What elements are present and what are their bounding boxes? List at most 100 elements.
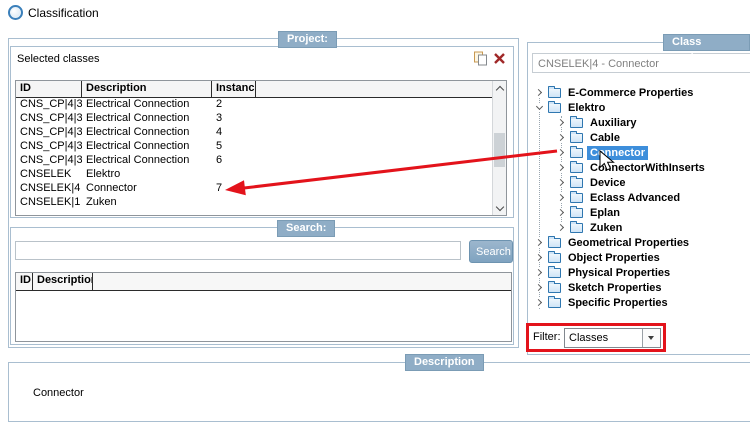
chevron-right-icon[interactable] [535, 238, 544, 247]
chevron-right-icon[interactable] [557, 223, 566, 232]
search-panel: Search ID Description [10, 227, 514, 345]
tree-guide-line [561, 116, 562, 230]
chevron-right-icon[interactable] [535, 268, 544, 277]
filter-value: Classes [569, 332, 609, 344]
chevron-down-icon[interactable] [535, 103, 544, 112]
cell-description: Electrical Connection [86, 112, 190, 124]
results-column-id[interactable]: ID [16, 273, 33, 290]
class-system-panel: CNSELEK|4 - Connector E-Commerce Propert… [526, 42, 750, 355]
chevron-right-icon[interactable] [535, 253, 544, 262]
tree-item-label: Zuken [590, 221, 623, 234]
selected-classes-title: Selected classes [17, 53, 100, 65]
folder-icon [570, 205, 583, 218]
tree-item-sketch-properties[interactable]: Sketch Properties [528, 280, 750, 295]
vertical-scrollbar[interactable] [492, 81, 506, 215]
scrollbar-thumb[interactable] [494, 133, 505, 167]
delete-icon[interactable] [492, 51, 508, 67]
description-badge: Description [405, 354, 484, 371]
chevron-right-icon[interactable] [557, 133, 566, 142]
chevron-right-icon[interactable] [535, 298, 544, 307]
cell-instance: 2 [216, 98, 223, 110]
cell-id: CNS_CP|4|3 [20, 98, 82, 110]
project-badge: Project: [278, 31, 337, 48]
cell-instance: 7 [216, 182, 223, 194]
column-header-instance[interactable]: Instance [212, 81, 256, 97]
cell-description: Zuken [86, 196, 117, 208]
search-button[interactable]: Search [469, 240, 513, 263]
classification-icon [8, 5, 23, 20]
cell-instance: 6 [216, 154, 223, 166]
folder-icon [570, 160, 583, 173]
results-header-row: ID Description [16, 273, 511, 291]
chevron-right-icon[interactable] [557, 193, 566, 202]
cell-id: CNS_CP|4|3 [20, 126, 82, 138]
tree-item-object-properties[interactable]: Object Properties [528, 250, 750, 265]
tree-item-label: Object Properties [568, 251, 660, 264]
results-column-description[interactable]: Description [33, 273, 93, 290]
folder-icon [548, 250, 561, 263]
tree-item-eclass-advanced[interactable]: Eclass Advanced [528, 190, 750, 205]
results-header-filler [93, 273, 511, 290]
tree-item-device[interactable]: Device [528, 175, 750, 190]
chevron-right-icon[interactable] [557, 208, 566, 217]
column-header-id[interactable]: ID [16, 81, 82, 97]
folder-icon [570, 145, 583, 158]
chevron-right-icon[interactable] [535, 88, 544, 97]
scroll-down-button[interactable] [493, 200, 506, 215]
cell-instance [212, 167, 256, 181]
tree-item-auxiliary[interactable]: Auxiliary [528, 115, 750, 130]
tree-item-zuken[interactable]: Zuken [528, 220, 750, 235]
filter-dropdown[interactable]: Classes [564, 328, 661, 348]
scroll-up-button[interactable] [493, 81, 506, 96]
chevron-right-icon[interactable] [557, 118, 566, 127]
tree-item-cable[interactable]: Cable [528, 130, 750, 145]
chevron-right-icon[interactable] [535, 283, 544, 292]
chevron-down-icon[interactable] [642, 329, 660, 347]
tree-item-connector[interactable]: Connector [528, 145, 750, 160]
tree-item-e-commerce-properties[interactable]: E-Commerce Properties [528, 85, 750, 100]
description-panel: Connector [8, 362, 750, 422]
paste-icon[interactable] [473, 51, 489, 67]
tree-item-label: Specific Properties [568, 296, 668, 309]
folder-icon [548, 85, 561, 98]
tree-item-label: Auxiliary [590, 116, 637, 129]
column-header-description[interactable]: Description [82, 81, 212, 97]
folder-icon [548, 265, 561, 278]
cell-description: Electrical Connection [86, 140, 190, 152]
class-system-badge: Class system: [663, 34, 750, 63]
search-badge: Search: [277, 220, 336, 237]
tree-item-physical-properties[interactable]: Physical Properties [528, 265, 750, 280]
folder-icon [548, 100, 561, 113]
tree-item-elektro[interactable]: Elektro [528, 100, 750, 115]
tree-item-label: Cable [590, 131, 620, 144]
class-path-field[interactable]: CNSELEK|4 - Connector [532, 53, 750, 73]
folder-icon [548, 295, 561, 308]
tree-item-connectorwithinserts[interactable]: ConnectorWithInserts [528, 160, 750, 175]
tree-item-eplan[interactable]: Eplan [528, 205, 750, 220]
table-header-row: ID Description Instance [16, 81, 493, 98]
folder-icon [570, 190, 583, 203]
chevron-right-icon[interactable] [557, 178, 566, 187]
tree-item-specific-properties[interactable]: Specific Properties [528, 295, 750, 310]
search-results-table: ID Description [15, 272, 512, 342]
chevron-right-icon[interactable] [557, 163, 566, 172]
tree-item-label: E-Commerce Properties [568, 86, 694, 99]
selected-classes-panel: Selected classes ID Description Instance… [10, 46, 514, 218]
folder-icon [570, 130, 583, 143]
tree-item-label: Eplan [590, 206, 620, 219]
tree-item-geometrical-properties[interactable]: Geometrical Properties [528, 235, 750, 250]
chevron-right-icon[interactable] [557, 148, 566, 157]
red-highlight-box [526, 323, 666, 352]
cell-instance: 5 [216, 140, 223, 152]
search-input[interactable] [15, 241, 461, 260]
